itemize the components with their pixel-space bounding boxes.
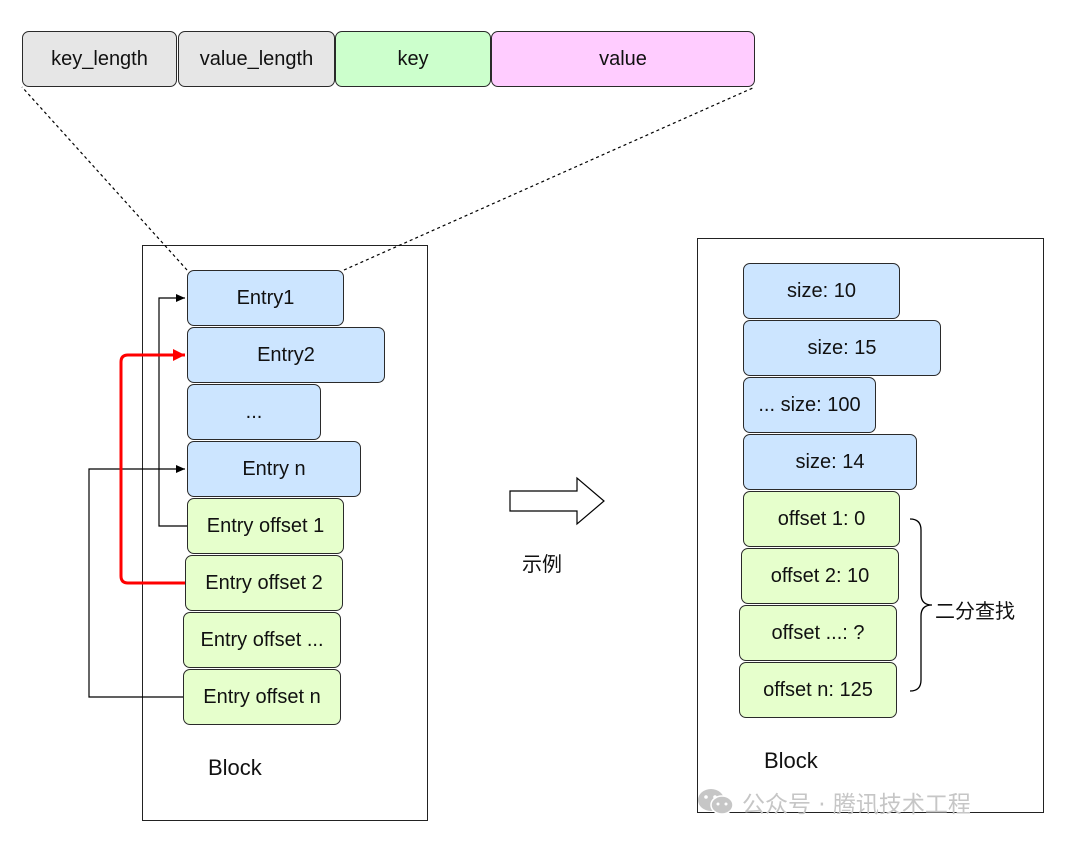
transform-arrow	[509, 476, 605, 526]
entry-ellipsis-box: ...	[187, 384, 321, 440]
offset-ellipsis-box: offset ...: ?	[739, 605, 897, 661]
size-1-box: size: 10	[743, 263, 900, 319]
offset-n-pointer	[88, 465, 185, 698]
watermark: 公众号 · 腾讯技术工程	[696, 785, 971, 819]
value-length-field: value_length	[178, 31, 335, 87]
offset-n-box: offset n: 125	[739, 662, 897, 718]
watermark-text: 公众号 · 腾讯技术工程	[742, 792, 971, 818]
value-field: value	[491, 31, 755, 87]
entry-offset-n-box: Entry offset n	[183, 669, 341, 725]
entry-offset-1-box: Entry offset 1	[187, 498, 344, 554]
right-block-label: Block	[764, 748, 818, 773]
wechat-icon	[696, 787, 736, 817]
size-n-box: size: 14	[743, 434, 917, 490]
key-field: key	[335, 31, 491, 87]
left-block-label: Block	[208, 755, 262, 780]
offset-1-pointer	[158, 294, 187, 527]
zoom-line-left	[21, 86, 188, 271]
entry-offset-2-box: Entry offset 2	[185, 555, 343, 611]
offset-2-box: offset 2: 10	[741, 548, 899, 604]
size-ellipsis-box: ... size: 100	[743, 377, 876, 433]
entry-2-box: Entry2	[187, 327, 385, 383]
entry-1-box: Entry1	[187, 270, 344, 326]
offset-1-box: offset 1: 0	[743, 491, 900, 547]
binary-search-brace	[909, 518, 933, 692]
offset-2-pointer-highlight	[119, 349, 185, 585]
key-length-field: key_length	[22, 31, 177, 87]
zoom-line-right	[343, 86, 756, 271]
entry-n-box: Entry n	[187, 441, 361, 497]
entry-offset-ellipsis-box: Entry offset ...	[183, 612, 341, 668]
size-2-box: size: 15	[743, 320, 941, 376]
binary-search-label: 二分查找	[935, 599, 1015, 623]
example-label: 示例	[522, 552, 562, 576]
